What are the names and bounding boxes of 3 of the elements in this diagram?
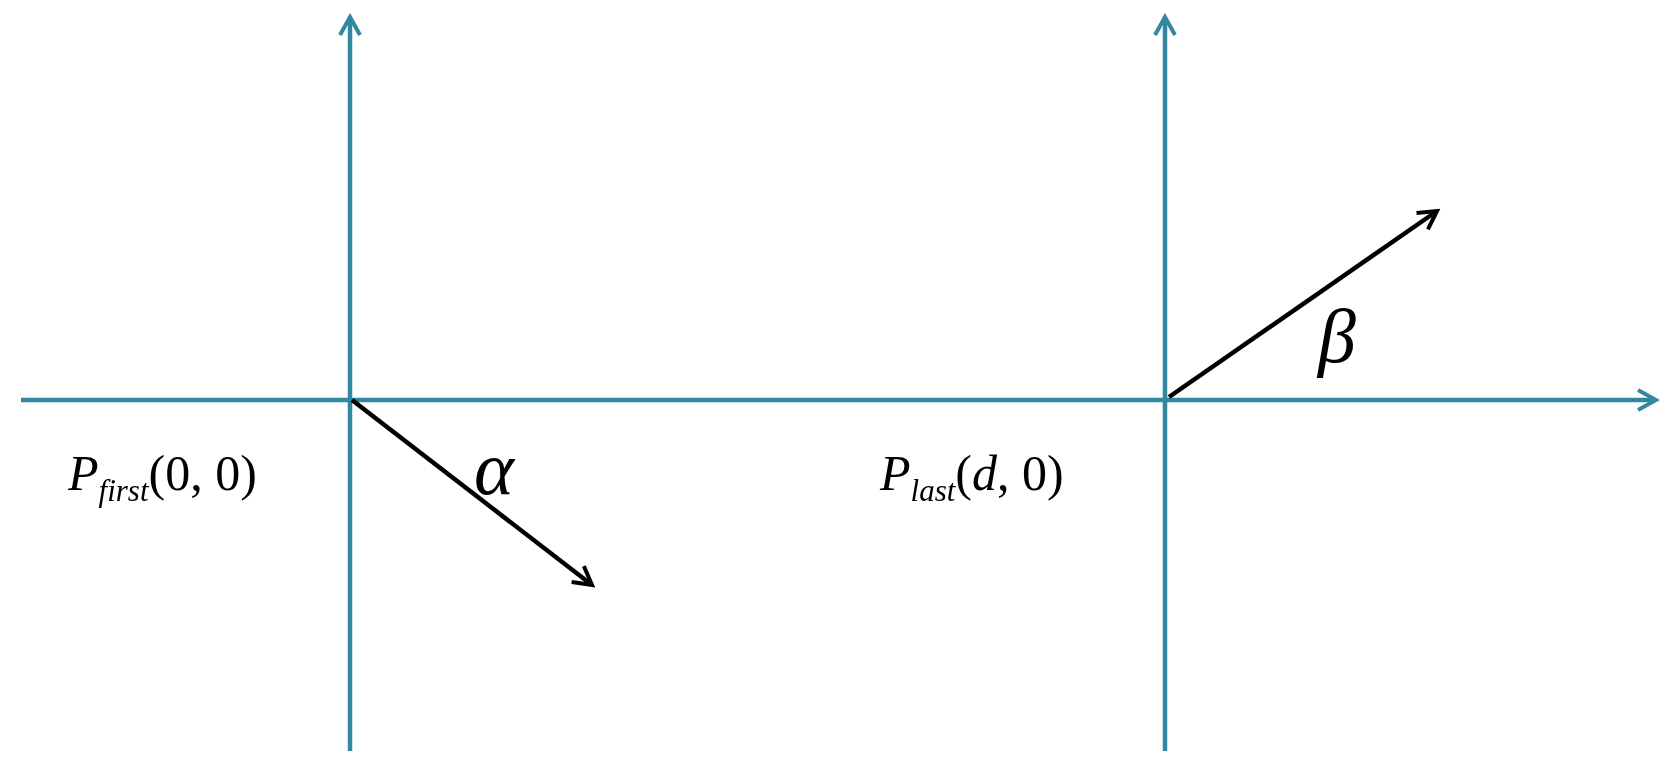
point-label: P$_{last}$(d, 0) <box>880 448 1064 506</box>
angle-label: α <box>474 430 514 506</box>
point-label: P$_{first}$(0, 0) <box>68 448 257 506</box>
